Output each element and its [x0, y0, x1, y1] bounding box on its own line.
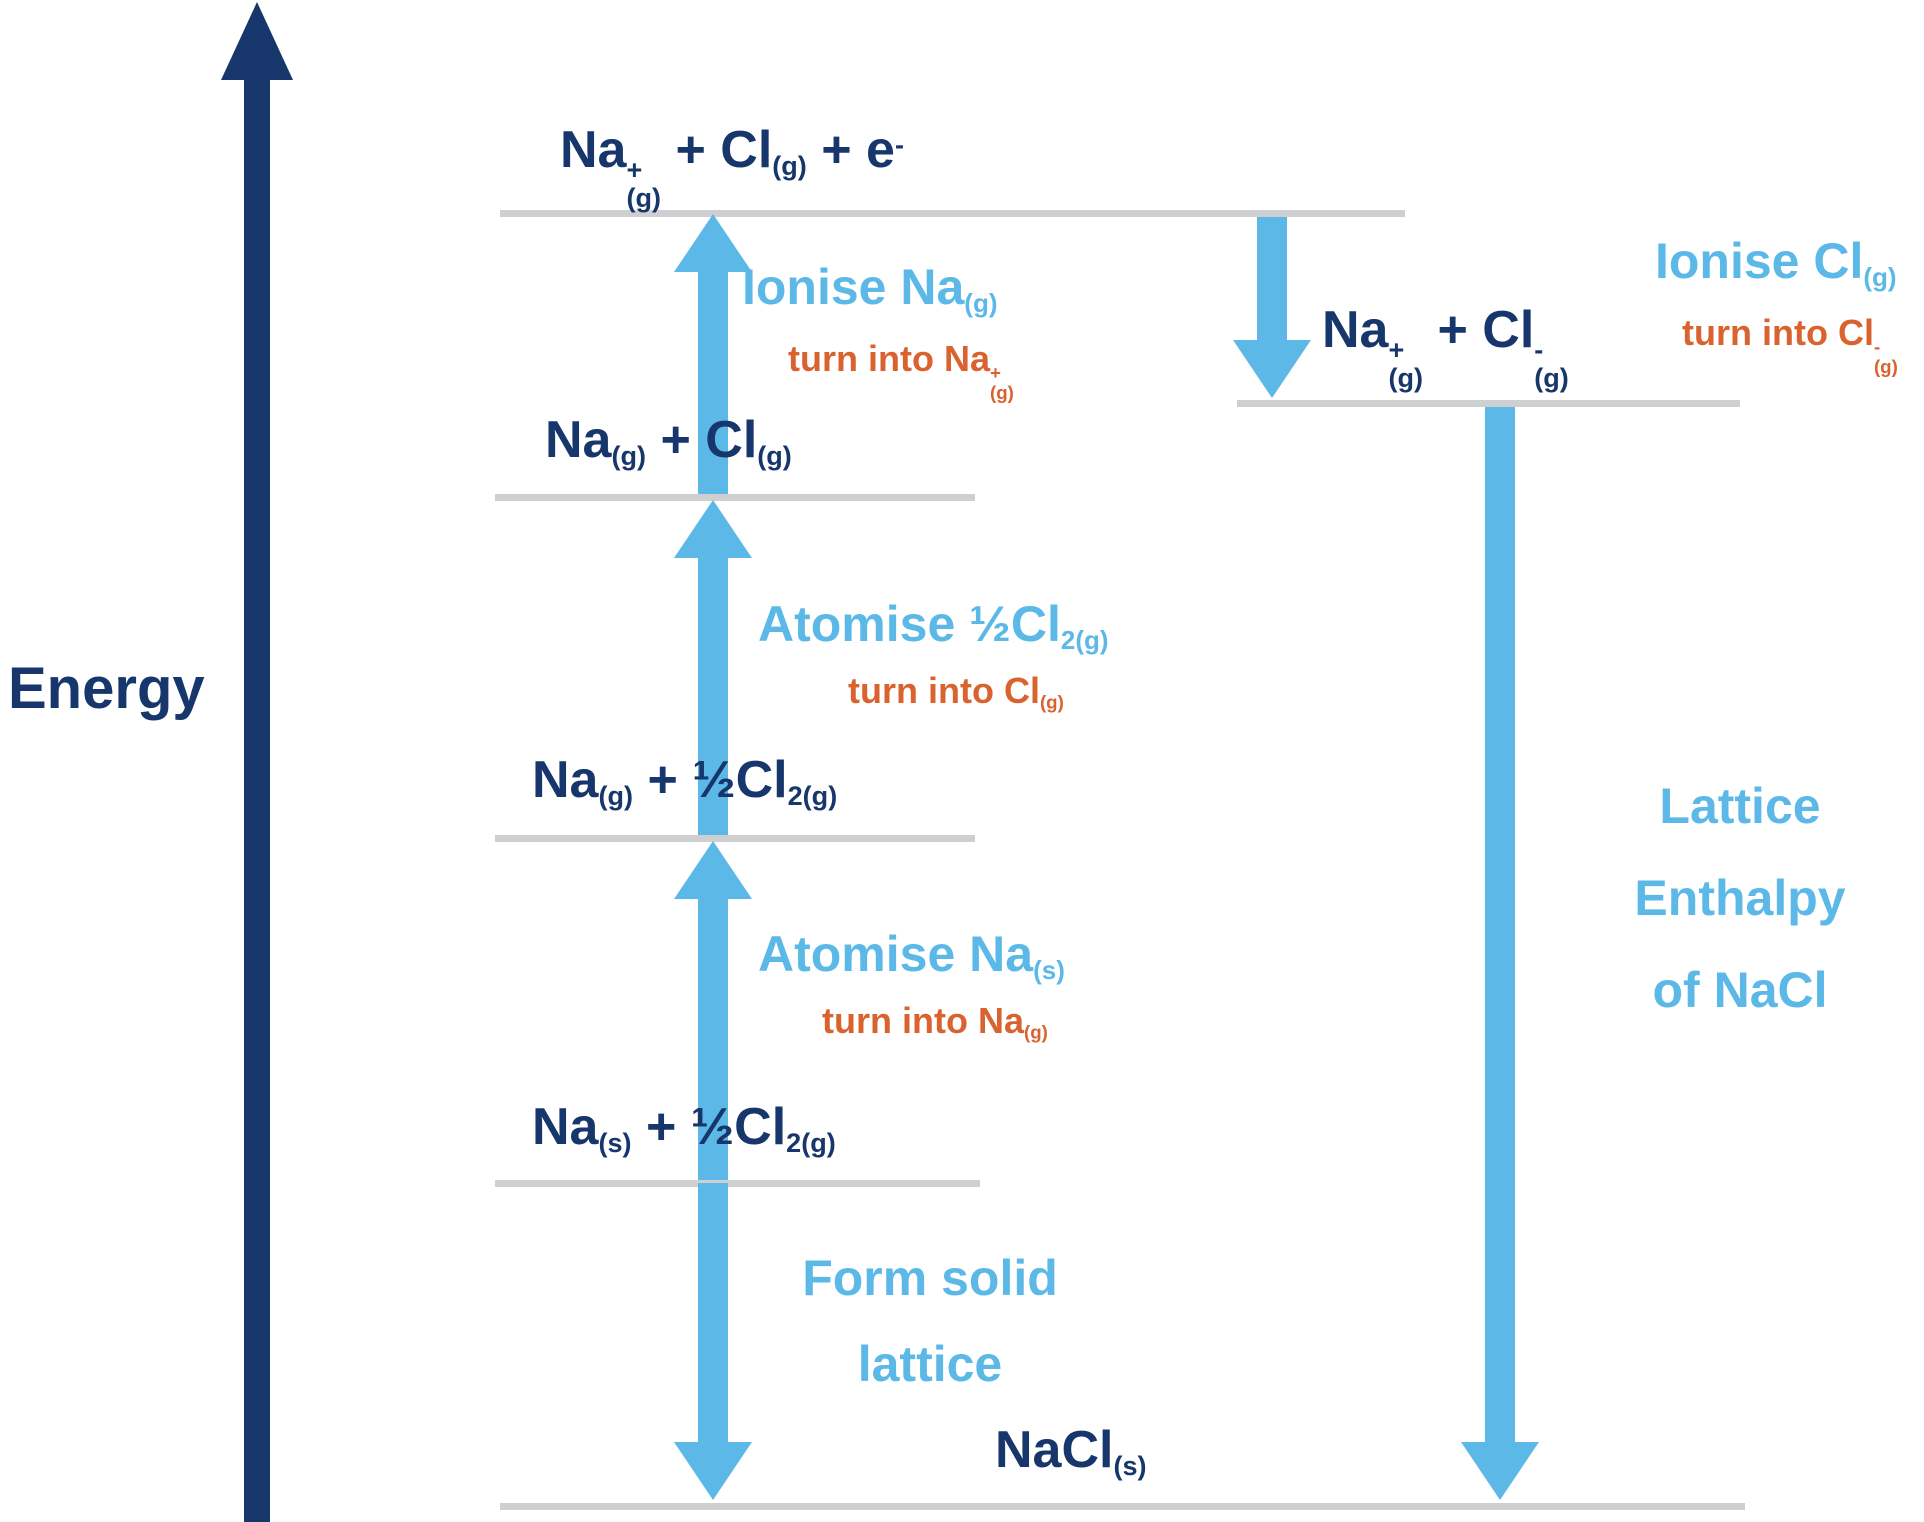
formula-ions-gas-electron: Na+(g) + Cl(g) + e-: [560, 121, 904, 213]
arrow-shaft: [698, 272, 728, 494]
ionise-cl-note: turn into Cl-(g): [1682, 312, 1898, 377]
arrow-head: [674, 1442, 752, 1500]
arrow-shaft: [698, 558, 728, 835]
arrow-head: [674, 214, 752, 272]
atomise-na-arrow: [674, 841, 752, 1180]
arrow-shaft: [698, 1183, 728, 1442]
arrow-head: [1461, 1442, 1539, 1500]
arrow-shaft: [1485, 407, 1515, 1442]
formula-nacl-solid: NaCl(s): [995, 1421, 1147, 1482]
level-line-na-gas-half-cl2: [495, 835, 975, 842]
ionise-na-label: Ionise Na(g): [742, 259, 998, 318]
ionise-cl-arrow: [1233, 217, 1311, 398]
energy-axis-label: Energy: [8, 656, 205, 721]
formula-na-solid-half-cl2: Na(s) + ½Cl2(g): [532, 1098, 836, 1159]
form-lattice-arrow: [674, 1183, 752, 1500]
arrow-head: [674, 500, 752, 558]
level-line-ion-pair-gas: [1237, 400, 1740, 407]
energy-axis-shaft: [244, 80, 270, 1522]
form-lattice-label: Form solid lattice: [802, 1250, 1058, 1392]
arrow-shaft: [1257, 217, 1287, 340]
lattice-enthalpy-label: Lattice Enthalpy of NaCl: [1634, 778, 1846, 1018]
atomise-cl-note: turn into Cl(g): [848, 670, 1064, 713]
level-line-nacl-solid: [500, 1503, 1745, 1510]
atomise-na-note: turn into Na(g): [822, 1000, 1048, 1043]
atomise-na-label: Atomise Na(s): [758, 926, 1065, 985]
ionise-na-note: turn into Na+(g): [788, 338, 1014, 403]
energy-axis-arrowhead-icon: [221, 2, 293, 80]
arrow-head: [1233, 340, 1311, 398]
level-line-ions-gas-electron: [500, 210, 1405, 217]
arrow-shaft: [698, 899, 728, 1180]
ionise-na-arrow: [674, 214, 752, 494]
atomise-cl-label: Atomise ½Cl2(g): [758, 596, 1109, 655]
arrow-head: [674, 841, 752, 899]
level-line-na-solid-half-cl2: [495, 1180, 980, 1187]
formula-na-gas-half-cl2: Na(g) + ½Cl2(g): [532, 751, 838, 812]
lattice-enthalpy-arrow: [1461, 407, 1539, 1500]
formula-atoms-gas: Na(g) + Cl(g): [545, 411, 792, 472]
level-line-atoms-gas: [495, 494, 975, 501]
energy-axis-arrow: [221, 2, 293, 1522]
atomise-cl-arrow: [674, 500, 752, 835]
ionise-cl-label: Ionise Cl(g): [1655, 233, 1897, 292]
formula-ion-pair-gas: Na+(g) + Cl-(g): [1322, 301, 1569, 393]
